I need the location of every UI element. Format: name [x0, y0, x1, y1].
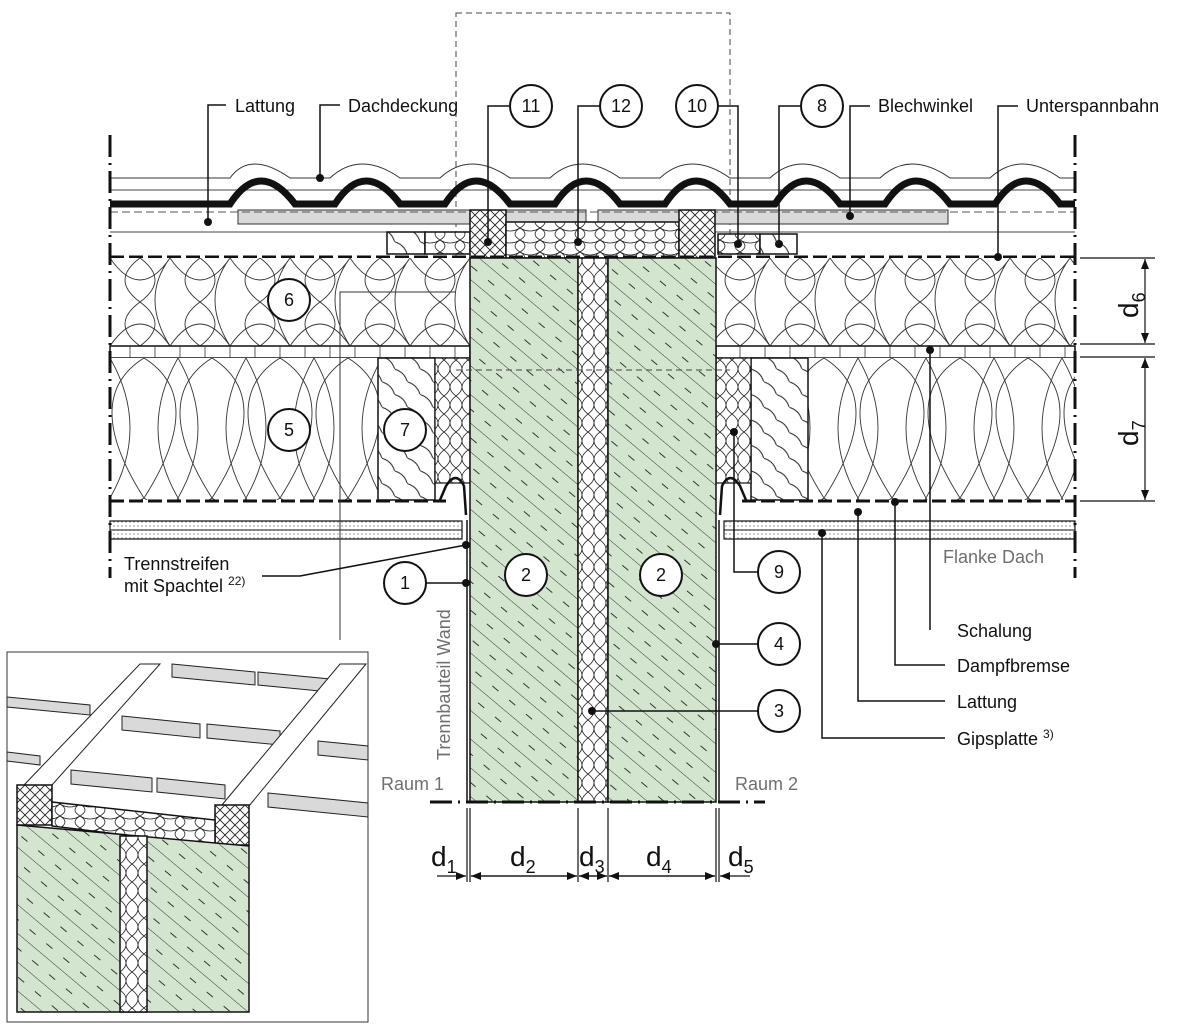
footnote-22: 22) [228, 574, 245, 588]
insulation-layer-5-right [808, 358, 1075, 500]
callout-9: 9 [774, 562, 784, 582]
label-blechwinkel: Blechwinkel [878, 96, 973, 116]
masonry-leaf-left [469, 257, 579, 803]
label-mit-spachtel-text: mit Spachtel [124, 576, 223, 596]
label-mit-spachtel: mit Spachtel 22) [124, 574, 245, 596]
insulation-layer-6-right [716, 258, 1075, 346]
rafter-right [750, 357, 809, 501]
dim-d7: d7 [1113, 420, 1149, 446]
label-raum-2: Raum 2 [735, 774, 798, 794]
dim-d2: d2 [510, 841, 536, 877]
roof-tiles [110, 163, 1075, 208]
callout-8: 8 [817, 96, 827, 116]
insulation-strip-left [434, 357, 471, 484]
masonry-leaf-right [607, 257, 717, 803]
isometric-inset [6, 651, 369, 1023]
schalung-right [715, 345, 1076, 359]
dim-d5: d5 [728, 841, 754, 877]
label-lattung-top: Lattung [235, 96, 295, 116]
callout-4: 4 [774, 634, 784, 654]
label-unterspannbahn: Unterspannbahn [1026, 96, 1159, 116]
batten-left [386, 231, 426, 255]
label-raum-1: Raum 1 [381, 774, 444, 794]
dim-d1: d1 [431, 841, 457, 877]
label-flanke-dach: Flanke Dach [943, 547, 1044, 567]
label-trennbauteil-wand: Trennbauteil Wand [434, 609, 454, 760]
label-dachdeckung: Dachdeckung [348, 96, 458, 116]
label-lattung-bottom: Lattung [957, 692, 1017, 712]
item-12-insulation [505, 221, 680, 259]
callout-12: 12 [611, 96, 631, 116]
insulation-layer-5-left [110, 358, 378, 500]
label-gipsplatte-text: Gipsplatte [957, 729, 1038, 749]
label-schalung: Schalung [957, 621, 1032, 641]
footnote-3: 3) [1043, 727, 1054, 741]
callout-3: 3 [774, 701, 784, 721]
dim-d6: d6 [1113, 292, 1149, 318]
schalung-left [109, 345, 471, 359]
crosshatch-right [678, 209, 716, 259]
callout-10: 10 [687, 96, 707, 116]
callouts [267, 84, 844, 733]
label-dampfbremse: Dampfbremse [957, 656, 1070, 676]
wall-insulation-3 [577, 257, 609, 803]
callout-2-left: 2 [521, 565, 531, 585]
callout-5: 5 [284, 420, 294, 440]
callout-11: 11 [522, 96, 541, 116]
callout-1: 1 [400, 573, 410, 593]
insul-strip-left [424, 231, 471, 255]
dim-d4: d4 [646, 841, 672, 877]
callout-6: 6 [284, 290, 294, 310]
callout-7: 7 [400, 420, 410, 440]
label-trennstreifen: Trennstreifen [124, 554, 229, 574]
callout-2-right: 2 [656, 565, 666, 585]
dim-d3: d3 [579, 841, 605, 877]
label-gipsplatte: Gipsplatte 3) [957, 727, 1054, 749]
